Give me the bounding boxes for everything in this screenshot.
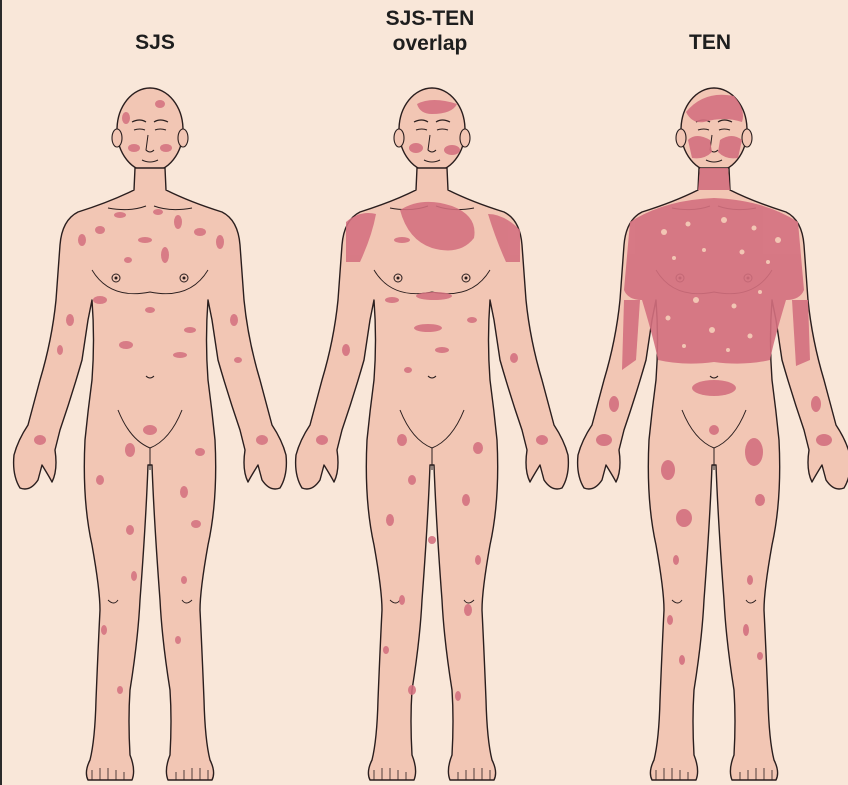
figure-sjs-ten-overlap [296,88,569,780]
figure-sjs [14,88,287,780]
figure-ten [578,88,848,780]
